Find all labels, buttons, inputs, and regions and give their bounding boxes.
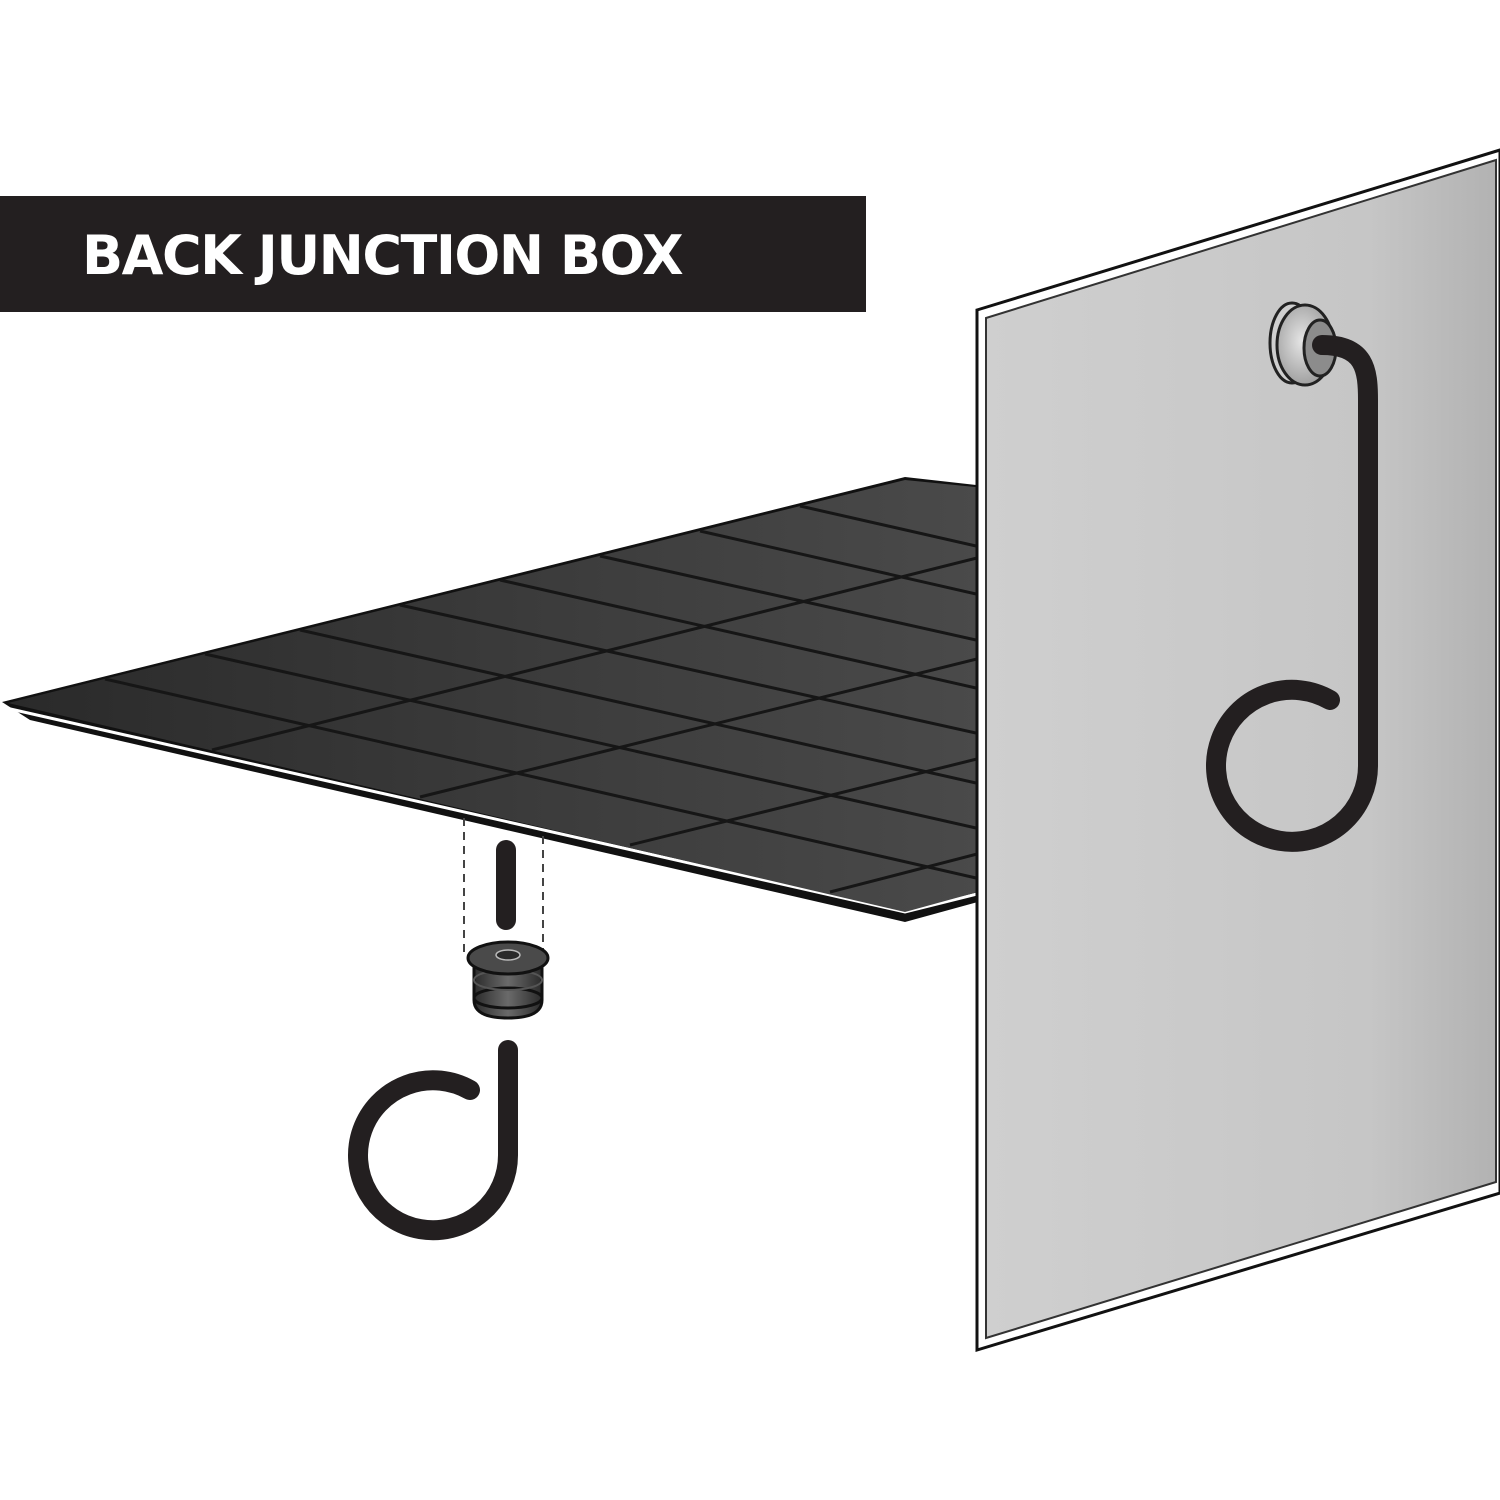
title-banner [0, 196, 866, 312]
page-title: BACK JUNCTION BOX [82, 224, 684, 287]
lower-cable-loop [348, 1040, 519, 1241]
panel-back-sheet-icon [975, 148, 1500, 1353]
cable-loop-icon [1206, 335, 1379, 852]
junction-box-exploded [348, 818, 550, 1241]
junction-box-icon [466, 940, 550, 1020]
panel-cell-grid [104, 504, 985, 894]
solar-panel-icon [2, 477, 986, 922]
